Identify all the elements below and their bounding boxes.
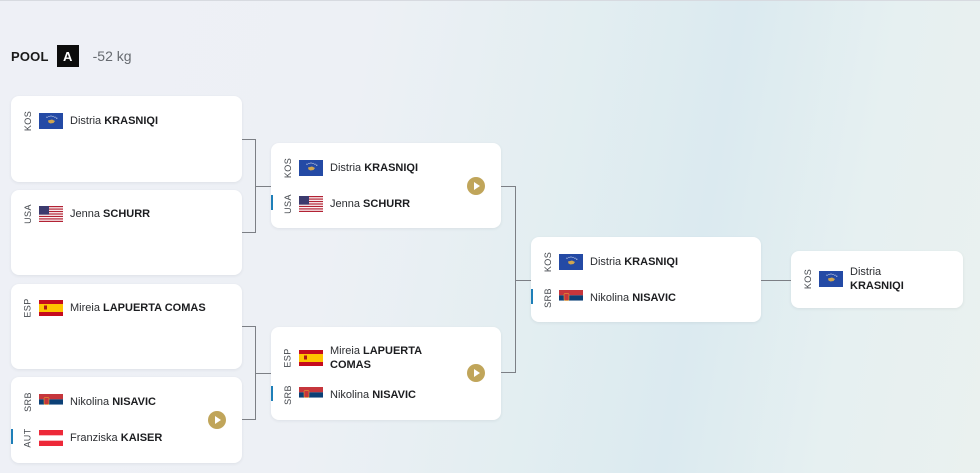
- winner-card[interactable]: KOS Distria KRASNIQI: [791, 251, 963, 308]
- pool-header: POOL A -52 kg: [11, 45, 132, 67]
- match-card-r1-3[interactable]: ESP Mireia LAPUERTA COMAS: [11, 284, 242, 369]
- play-video-icon[interactable]: [208, 411, 226, 429]
- athlete-name: Distria KRASNIQI: [70, 115, 159, 127]
- bracket-connector: [242, 139, 256, 233]
- usa-flag-icon: [39, 206, 63, 222]
- athlete-name: Distria KRASNIQI: [590, 256, 679, 268]
- country-code: USA: [283, 194, 293, 214]
- kosovo-flag-icon: [559, 254, 583, 270]
- athlete-name: Jenna SCHURR: [70, 208, 151, 220]
- match-card-r2-2[interactable]: ESP Mireia LAPUERTA COMAS SRB Nikolina N…: [271, 327, 501, 420]
- winner-indicator: [271, 195, 273, 210]
- athlete-name: Nikolina NISAVIC: [330, 389, 417, 401]
- match-card-r1-4[interactable]: SRB Nikolina NISAVIC AUT Franziska KAISE…: [11, 377, 242, 463]
- top-divider: [0, 0, 980, 1]
- athlete-name: Jenna SCHURR: [330, 198, 411, 210]
- athlete-slot: SRB Nikolina NISAVIC: [271, 384, 417, 406]
- country-code: SRB: [283, 385, 293, 405]
- weight-category: -52 kg: [92, 48, 132, 64]
- austria-flag-icon: [39, 430, 63, 446]
- match-card-r1-1[interactable]: KOS Distria KRASNIQI: [11, 96, 242, 182]
- pool-letter-badge: A: [56, 45, 79, 67]
- bracket-connector: [516, 280, 531, 281]
- serbia-flag-icon: [559, 290, 583, 306]
- country-code: AUT: [23, 428, 34, 448]
- athlete-slot: USA Jenna SCHURR: [271, 193, 411, 215]
- athlete-slot: KOS Distria KRASNIQI: [801, 265, 910, 293]
- winner-indicator: [271, 386, 273, 401]
- spain-flag-icon: [39, 300, 63, 316]
- athlete-slot: KOS Distria KRASNIQI: [541, 251, 678, 273]
- athlete-slot: SRB Nikolina NISAVIC: [21, 391, 156, 413]
- match-card-r1-2[interactable]: USA Jenna SCHURR: [11, 190, 242, 275]
- athlete-name: Distria KRASNIQI: [330, 162, 419, 174]
- athlete-name: Distria KRASNIQI: [850, 266, 904, 292]
- winner-indicator: [531, 289, 533, 304]
- athlete-name: Mireia LAPUERTA COMAS: [330, 345, 422, 371]
- athlete-slot: USA Jenna SCHURR: [21, 203, 150, 225]
- country-code: SRB: [543, 288, 553, 308]
- athlete-name: Nikolina NISAVIC: [590, 292, 677, 304]
- pool-label: POOL: [11, 48, 49, 64]
- bracket-connector: [242, 326, 256, 420]
- bracket-connector: [501, 186, 516, 373]
- country-code: KOS: [803, 268, 813, 290]
- spain-flag-icon: [299, 350, 323, 366]
- athlete-slot: ESP Mireia LAPUERTA COMAS: [281, 344, 440, 372]
- athlete-name: Mireia LAPUERTA COMAS: [70, 302, 206, 314]
- athlete-name: Nikolina NISAVIC: [70, 396, 157, 408]
- athlete-slot: SRB Nikolina NISAVIC: [531, 287, 677, 309]
- kosovo-flag-icon: [299, 160, 323, 176]
- athlete-slot: ESP Mireia LAPUERTA COMAS: [21, 297, 206, 319]
- bracket-connector: [256, 373, 271, 374]
- athlete-slot: KOS Distria KRASNIQI: [281, 157, 418, 179]
- serbia-flag-icon: [39, 394, 63, 410]
- country-code: SRB: [23, 392, 33, 412]
- country-code: KOS: [543, 251, 553, 273]
- athlete-slot: KOS Distria KRASNIQI: [21, 110, 158, 132]
- country-code: ESP: [23, 298, 33, 318]
- athlete-slot: AUT Franziska KAISER: [11, 427, 163, 449]
- athlete-name: Franziska KAISER: [70, 432, 163, 444]
- serbia-flag-icon: [299, 387, 323, 403]
- bracket-connector: [761, 280, 791, 281]
- winner-indicator: [11, 429, 13, 444]
- country-code: ESP: [283, 348, 293, 368]
- country-code: KOS: [283, 157, 293, 179]
- country-code: USA: [23, 204, 33, 224]
- play-video-icon[interactable]: [467, 364, 485, 382]
- match-card-r3-1[interactable]: KOS Distria KRASNIQI SRB Nikolina NISAVI…: [531, 237, 761, 322]
- kosovo-flag-icon: [819, 271, 843, 287]
- country-code: KOS: [23, 110, 33, 132]
- bracket-connector: [256, 186, 271, 187]
- match-card-r2-1[interactable]: KOS Distria KRASNIQI USA Jenna SCHURR: [271, 143, 501, 228]
- kosovo-flag-icon: [39, 113, 63, 129]
- usa-flag-icon: [299, 196, 323, 212]
- play-video-icon[interactable]: [467, 177, 485, 195]
